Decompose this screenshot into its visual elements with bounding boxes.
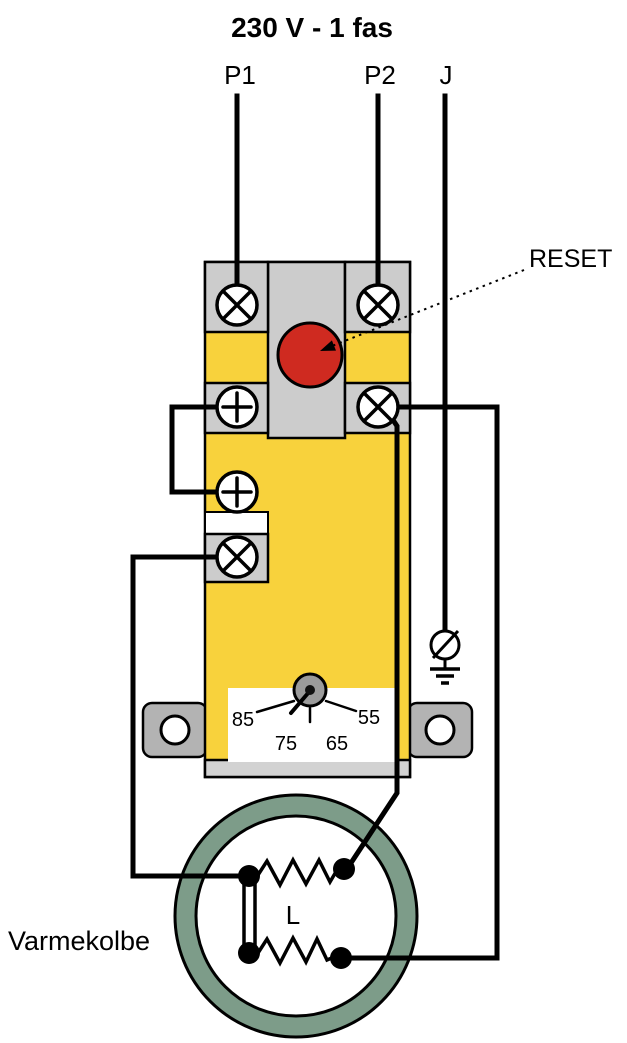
ground-symbol bbox=[429, 629, 461, 685]
heater-terminal-dot bbox=[333, 858, 355, 880]
temperature-dial: 85 75 65 55 bbox=[228, 672, 396, 762]
diagram-title: 230 V - 1 fas bbox=[231, 12, 393, 43]
wire-left-to-heater bbox=[130, 554, 251, 879]
reset-annotation: RESET bbox=[320, 245, 612, 351]
reset-pointer-arrowhead bbox=[320, 340, 336, 351]
reset-button bbox=[276, 321, 344, 389]
resistor-element-bottom bbox=[256, 934, 335, 967]
body-bottom-strip bbox=[203, 758, 412, 779]
dial-tick-55 bbox=[324, 699, 358, 713]
terminal-top-left bbox=[215, 283, 259, 327]
dial-mark-85: 85 bbox=[232, 709, 254, 731]
screw-x-icon bbox=[222, 542, 252, 572]
heater-name-label: Varmekolbe bbox=[8, 926, 150, 956]
dial-needle bbox=[289, 690, 311, 715]
heater-terminal-dot bbox=[238, 942, 260, 964]
heater-terminal-dot bbox=[238, 865, 260, 887]
ground-terminal-slot bbox=[431, 629, 460, 660]
dial-tick-85 bbox=[255, 699, 296, 714]
mounting-ear-left bbox=[141, 701, 209, 759]
terminal-mid-left bbox=[215, 385, 259, 429]
terminal-bottom-left bbox=[215, 535, 259, 579]
wire-bridge-left bbox=[169, 404, 224, 495]
load-label: L bbox=[286, 900, 300, 930]
screw-x-icon bbox=[222, 290, 252, 320]
terminal-lower-left bbox=[215, 470, 259, 514]
heater-terminal-dot bbox=[330, 947, 352, 969]
p1-label: P1 bbox=[224, 60, 256, 90]
terminal-mid-right bbox=[356, 385, 400, 429]
ear-hole bbox=[159, 714, 191, 746]
resistor-element-top bbox=[256, 856, 339, 889]
ear-hole bbox=[424, 714, 456, 746]
dial-knob-center bbox=[305, 685, 315, 695]
reset-label: RESET bbox=[529, 245, 612, 273]
screw-x-icon bbox=[363, 290, 393, 320]
j-label: J bbox=[440, 60, 453, 90]
heater-internals: L bbox=[238, 856, 355, 969]
screw-x-icon bbox=[363, 392, 393, 422]
white-band-left bbox=[204, 511, 269, 535]
dial-mark-75: 75 bbox=[275, 733, 297, 755]
wire-right-outer-to-heater bbox=[339, 404, 500, 961]
dial-mark-65: 65 bbox=[326, 733, 348, 755]
p2-label: P2 bbox=[364, 60, 396, 90]
dial-mark-55: 55 bbox=[358, 707, 380, 729]
terminal-top-right bbox=[356, 283, 400, 327]
mounting-ear-right bbox=[406, 701, 474, 759]
